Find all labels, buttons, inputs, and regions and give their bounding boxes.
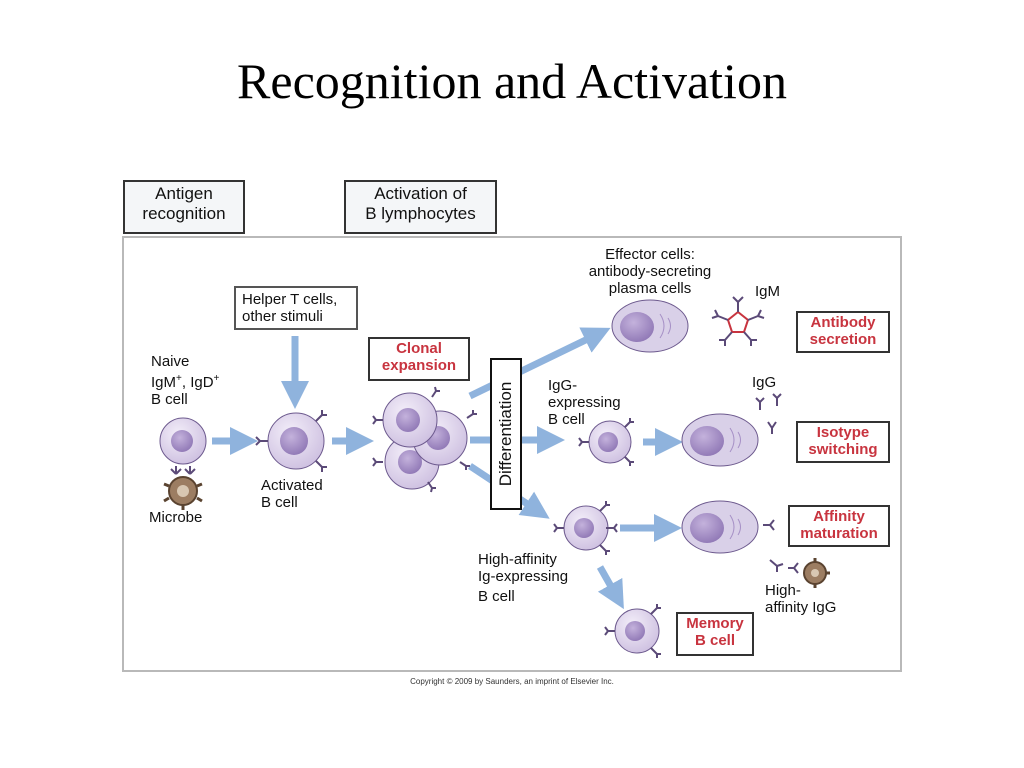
plasma-cell-igm bbox=[611, 299, 689, 353]
outcome-line: Memory bbox=[686, 615, 744, 632]
label-line: Helper T cells, bbox=[242, 291, 338, 308]
outcome-line: Antibody bbox=[810, 314, 876, 331]
igm-label: IgM bbox=[755, 283, 781, 300]
high-affinity-cell-label: High-affinity Ig-expressing B cell bbox=[478, 551, 568, 605]
igm-pentamer-icon bbox=[711, 296, 765, 346]
phase-label-line: Activation of bbox=[374, 184, 467, 203]
clonal-cell-cluster bbox=[372, 386, 477, 493]
copyright-notice: Copyright © 2009 by Saunders, an imprint… bbox=[410, 677, 614, 686]
label-line: Naive bbox=[151, 353, 190, 370]
phase-antigen-recognition: Antigen recognition bbox=[123, 180, 245, 234]
naive-b-cell bbox=[159, 417, 207, 475]
outcome-line: Affinity bbox=[813, 508, 865, 525]
differentiation-box: Differentiation bbox=[490, 358, 522, 510]
label-line: expressing bbox=[548, 394, 621, 411]
label-line: Effector cells: bbox=[605, 246, 695, 263]
antibody-secretion-label: Antibody secretion bbox=[796, 311, 890, 353]
igg-expressing-b-cell bbox=[578, 418, 634, 466]
high-affinity-igg-label: High- affinity IgG bbox=[765, 582, 836, 616]
affinity-maturation-label: Affinity maturation bbox=[788, 505, 890, 547]
label-line: B cell bbox=[478, 588, 515, 605]
phase-label-line: B lymphocytes bbox=[365, 204, 476, 223]
differentiation-label: Differentiation bbox=[496, 381, 515, 487]
helper-t-cells-label: Helper T cells, other stimuli bbox=[234, 286, 358, 330]
outcome-line: B cell bbox=[694, 632, 736, 649]
memory-b-cell-label: Memory B cell bbox=[676, 612, 754, 656]
label-line: plasma cells bbox=[608, 280, 692, 297]
label-line: B cell bbox=[151, 391, 188, 408]
label-line: affinity IgG bbox=[765, 599, 837, 616]
outcome-line: maturation bbox=[800, 525, 878, 542]
label-line: antibody-secreting bbox=[588, 263, 712, 280]
phase-label-line: Antigen bbox=[155, 184, 213, 203]
effector-cells-label: Effector cells: antibody-secreting plasm… bbox=[570, 246, 730, 297]
label-line: IgG- bbox=[548, 377, 578, 394]
clonal-expansion-label: Clonal expansion bbox=[368, 337, 470, 381]
igg-antibodies-icon bbox=[755, 393, 782, 434]
high-affinity-b-cell bbox=[553, 501, 618, 555]
outcome-line: Clonal bbox=[396, 340, 442, 357]
isotype-switching-label: Isotype switching bbox=[796, 421, 890, 463]
phase-activation: Activation of B lymphocytes bbox=[344, 180, 497, 234]
activated-b-cell bbox=[255, 410, 327, 472]
page-title: Recognition and Activation bbox=[237, 53, 787, 109]
high-affinity-igg-icon bbox=[763, 519, 799, 574]
plasma-cell-affinity bbox=[681, 500, 759, 554]
label-line: B cell bbox=[261, 494, 298, 511]
arrows bbox=[212, 327, 683, 610]
outcome-line: switching bbox=[808, 441, 878, 458]
label-line: other stimuli bbox=[242, 308, 323, 325]
label-text: , IgD bbox=[181, 374, 214, 391]
label-line: B cell bbox=[548, 411, 585, 428]
arrow-high-affinity-to-memory bbox=[596, 565, 624, 610]
igg-label: IgG bbox=[752, 374, 777, 391]
label-line: Ig-expressing bbox=[478, 568, 569, 585]
plasma-cell-igg bbox=[681, 413, 759, 467]
label-line: Activated bbox=[261, 477, 323, 494]
outcome-line: expansion bbox=[381, 357, 457, 374]
label-line: High- bbox=[765, 582, 801, 599]
label-text: IgM bbox=[151, 374, 177, 391]
outcome-line: Isotype bbox=[816, 424, 870, 441]
activated-b-cell-label: Activated B cell bbox=[261, 477, 323, 511]
microbe-icon bbox=[163, 476, 203, 510]
label-line: IgM+, IgD+ bbox=[151, 370, 219, 391]
superscript: + bbox=[213, 373, 220, 384]
label-line: High-affinity bbox=[478, 551, 557, 568]
superscript: + bbox=[176, 373, 182, 384]
memory-b-cell bbox=[604, 604, 661, 658]
microbe-label: Microbe bbox=[149, 509, 203, 526]
outcome-line: secretion bbox=[809, 331, 877, 348]
naive-b-cell-label: Naive IgM+, IgD+ B cell bbox=[151, 353, 219, 408]
microbe-icon bbox=[803, 558, 830, 588]
phase-label-line: recognition bbox=[142, 204, 226, 223]
igg-expressing-label: IgG- expressing B cell bbox=[548, 377, 621, 428]
